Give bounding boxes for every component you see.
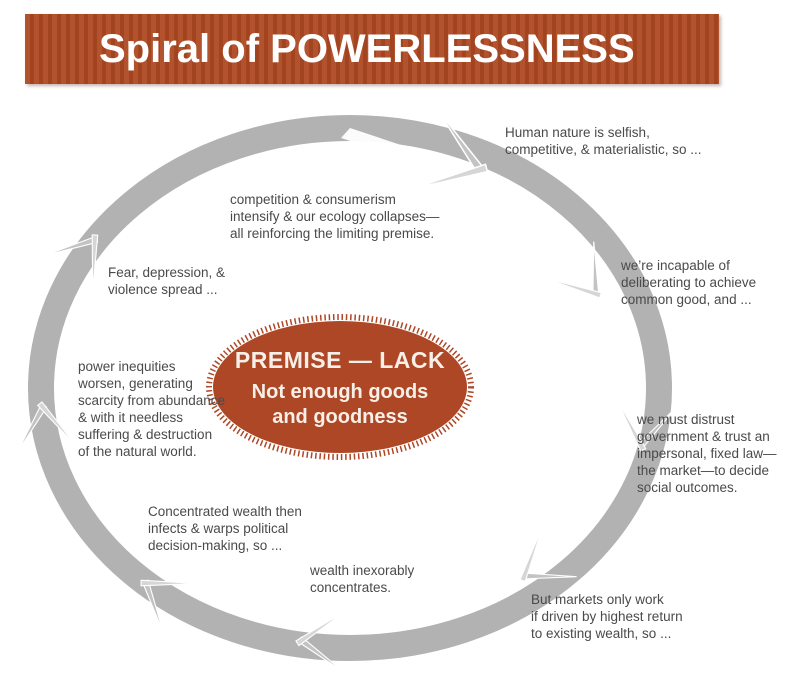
title-banner: Spiral of POWERLESSNESS — [25, 14, 719, 84]
premise-line3: and goodness — [272, 406, 408, 428]
ring-gap — [341, 128, 497, 179]
premise-text: PREMISE — LACK Not enough goods and good… — [212, 347, 468, 430]
premise-ellipse — [213, 321, 467, 453]
label-wealth-concentrates: wealth inexorably concentrates. — [310, 563, 415, 595]
label-competition-consumerism: competition & consumerism intensify & ou… — [230, 192, 440, 241]
premise-heading: PREMISE — LACK — [234, 347, 446, 373]
label-human-nature: Human nature is selfish, competitive, & … — [505, 125, 702, 157]
label-incapable-deliberating: we’re incapable of deliberating to achie… — [621, 258, 757, 307]
label-concentrated-wealth: Concentrated wealth then infects & warps… — [148, 504, 302, 553]
premise-ellipse-serration — [206, 314, 474, 460]
page-title: Spiral of POWERLESSNESS — [99, 27, 635, 71]
label-power-inequities: power inequities worsen, generating scar… — [78, 359, 226, 459]
label-markets-only-work: But markets only work if driven by highe… — [531, 592, 683, 641]
label-distrust-government: we must distrust government & trust an i… — [637, 412, 777, 495]
label-fear-depression: Fear, depression, & violence spread ... — [108, 265, 226, 297]
premise-line2: Not enough goods — [251, 381, 429, 403]
